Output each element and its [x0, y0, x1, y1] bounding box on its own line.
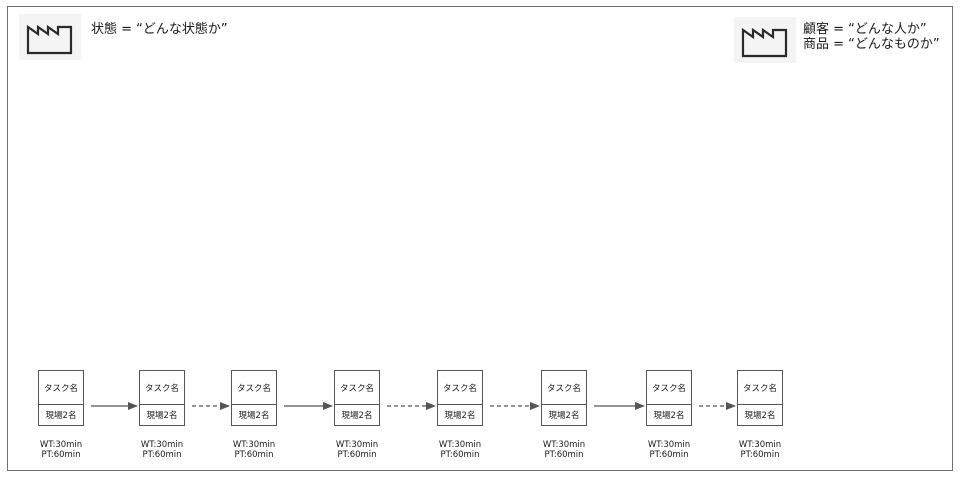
- task-staff: 現場2名: [341, 411, 373, 421]
- task-staff: 現場2名: [744, 411, 776, 421]
- task-staff: 現場2名: [146, 411, 178, 421]
- wait-time: WT:30min: [542, 440, 586, 450]
- task-name: タスク名: [738, 371, 782, 405]
- task-name: タスク名: [647, 371, 691, 405]
- process-box: タスク名現場2名: [139, 370, 185, 426]
- wait-time: WT:30min: [335, 440, 379, 450]
- wait-time: WT:30min: [438, 440, 482, 450]
- process-time: PT:60min: [544, 450, 584, 460]
- process-time: PT:60min: [234, 450, 274, 460]
- task-name: タスク名: [39, 371, 83, 405]
- factory-icon: [734, 17, 796, 63]
- wait-time: WT:30min: [738, 440, 782, 450]
- wait-time: WT:30min: [647, 440, 691, 450]
- process-time: PT:60min: [440, 450, 480, 460]
- task-name: タスク名: [232, 371, 276, 405]
- process-time: PT:60min: [41, 450, 81, 460]
- state-label: 状態 = “どんな状態か”: [91, 22, 228, 37]
- task-name: タスク名: [335, 371, 379, 405]
- task-staff: 現場2名: [238, 411, 270, 421]
- task-staff: 現場2名: [45, 411, 77, 421]
- process-box: タスク名現場2名: [334, 370, 380, 426]
- process-time: PT:60min: [337, 450, 377, 460]
- customer-label: 顧客 = “どんな人か”: [803, 22, 927, 37]
- process-box: タスク名現場2名: [541, 370, 587, 426]
- process-box: タスク名現場2名: [231, 370, 277, 426]
- task-staff: 現場2名: [653, 411, 685, 421]
- task-staff: 現場2名: [548, 411, 580, 421]
- process-box: タスク名現場2名: [38, 370, 84, 426]
- product-label: 商品 = “どんなものか”: [803, 37, 940, 52]
- task-name: タスク名: [438, 371, 482, 405]
- wait-time: WT:30min: [39, 440, 83, 450]
- process-time: PT:60min: [649, 450, 689, 460]
- task-name: タスク名: [542, 371, 586, 405]
- factory-icon: [19, 14, 81, 60]
- process-box: タスク名現場2名: [646, 370, 692, 426]
- task-name: タスク名: [140, 371, 184, 405]
- process-box: タスク名現場2名: [437, 370, 483, 426]
- task-staff: 現場2名: [444, 411, 476, 421]
- process-box: タスク名現場2名: [737, 370, 783, 426]
- wait-time: WT:30min: [232, 440, 276, 450]
- process-time: PT:60min: [142, 450, 182, 460]
- wait-time: WT:30min: [140, 440, 184, 450]
- process-time: PT:60min: [740, 450, 780, 460]
- customer-product-caption: 顧客 = “どんな人か” 商品 = “どんなものか”: [803, 22, 940, 52]
